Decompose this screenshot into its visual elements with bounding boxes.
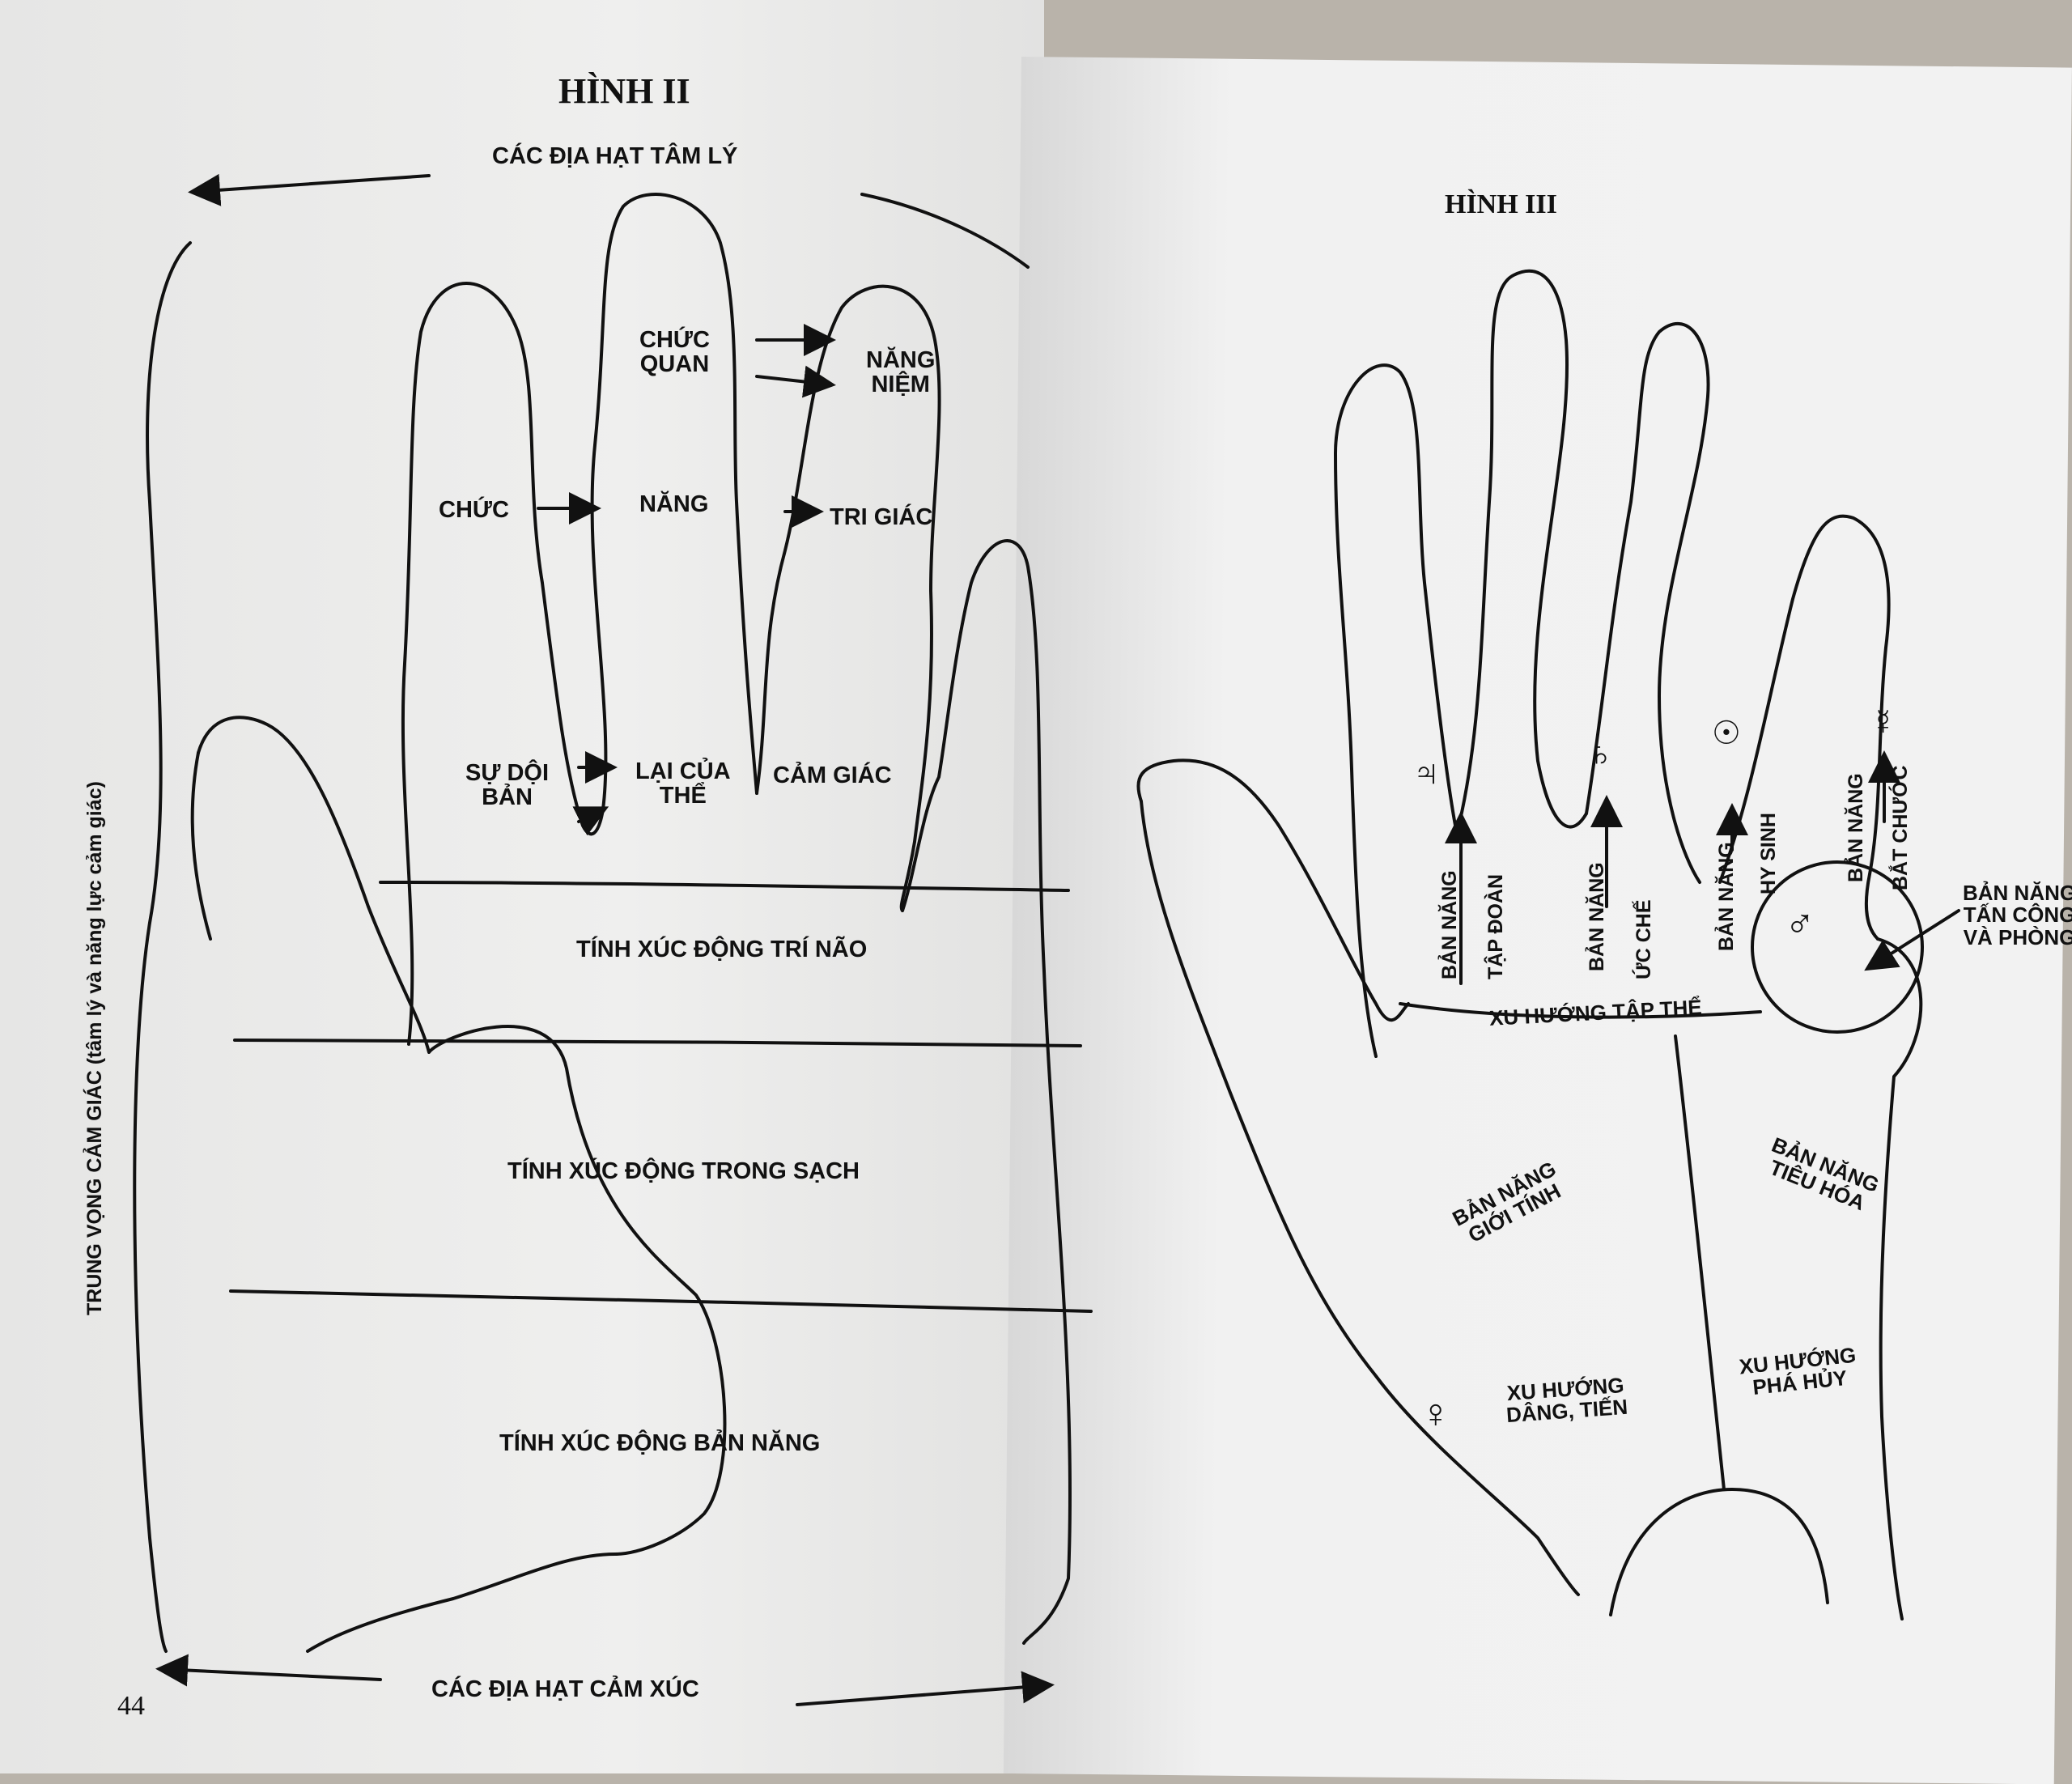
nang-label: NĂNG <box>639 491 709 517</box>
inhibition-instinct-label-2: ỨC CHẾ <box>1633 899 1655 979</box>
mars-symbol: ♂ <box>1785 901 1815 946</box>
offering-tendency-label: XU HƯỚNG DÂNG, TIẾN <box>1505 1373 1629 1428</box>
lai-cua-the-label: LẠI CỦA THỂ <box>635 758 731 809</box>
chuc-quan-label: CHỨC QUAN <box>639 327 710 378</box>
su-doi-ban-label: SỰ DỘI BẢN <box>465 760 550 811</box>
sacrifice-instinct-label-2: HY SINH <box>1757 813 1780 894</box>
tri-giac-label: TRI GIÁC <box>830 504 933 530</box>
group-instinct-label-2: TẬP ĐOÀN <box>1484 873 1507 979</box>
pure-emotion-band: TÍNH XÚC ĐỘNG TRONG SẠCH <box>507 1158 860 1184</box>
emotion-domains-label: CÁC ĐỊA HẠT CẢM XÚC <box>431 1676 699 1702</box>
right-hand-outline <box>1136 269 1924 1620</box>
imitation-instinct-label-2: BẮT CHƯỚC <box>1889 765 1912 890</box>
page-number: 44 <box>117 1691 145 1721</box>
mercury-symbol: ☿ <box>1870 703 1896 742</box>
imitation-instinct-label-1: BẢN NĂNG <box>1845 773 1867 882</box>
cam-giac-label: CẢM GIÁC <box>773 762 892 788</box>
psychology-domains-label: CÁC ĐỊA HẠT TÂM LÝ <box>492 143 738 169</box>
intellectual-emotion-band: TÍNH XÚC ĐỘNG TRÍ NÃO <box>576 937 868 962</box>
left-figure-title: HÌNH II <box>558 71 690 111</box>
sun-symbol: ☉ <box>1712 716 1741 751</box>
sacrifice-instinct-label-1: BẢN NĂNG <box>1715 842 1738 951</box>
nang-niem-label: NĂNG NIỆM <box>866 347 936 398</box>
attack-defense-label: BẢN NĂNG TẤN CÔNG VÀ PHÒNG <box>1963 881 2072 949</box>
right-figure-title: HÌNH III <box>1445 189 1557 219</box>
right-arrows <box>1445 750 1960 985</box>
saturn-symbol: ♄ <box>1586 731 1615 773</box>
instinct-emotion-band: TÍNH XÚC ĐỘNG BẢN NĂNG <box>499 1430 821 1456</box>
inhibition-instinct-label-1: BẢN NĂNG <box>1586 862 1608 971</box>
group-instinct-label-1: BẢN NĂNG <box>1438 870 1461 979</box>
sensation-side-label: TRUNG VỌNG CẢM GIÁC (tâm lý và năng lực … <box>83 781 106 1315</box>
left-hand-outline <box>133 193 1093 1653</box>
venus-symbol: ♀ <box>1420 1391 1451 1436</box>
chuc-label: CHỨC <box>439 497 509 523</box>
jupiter-symbol: ♃ <box>1412 751 1441 793</box>
left-arrows <box>155 173 1055 1706</box>
